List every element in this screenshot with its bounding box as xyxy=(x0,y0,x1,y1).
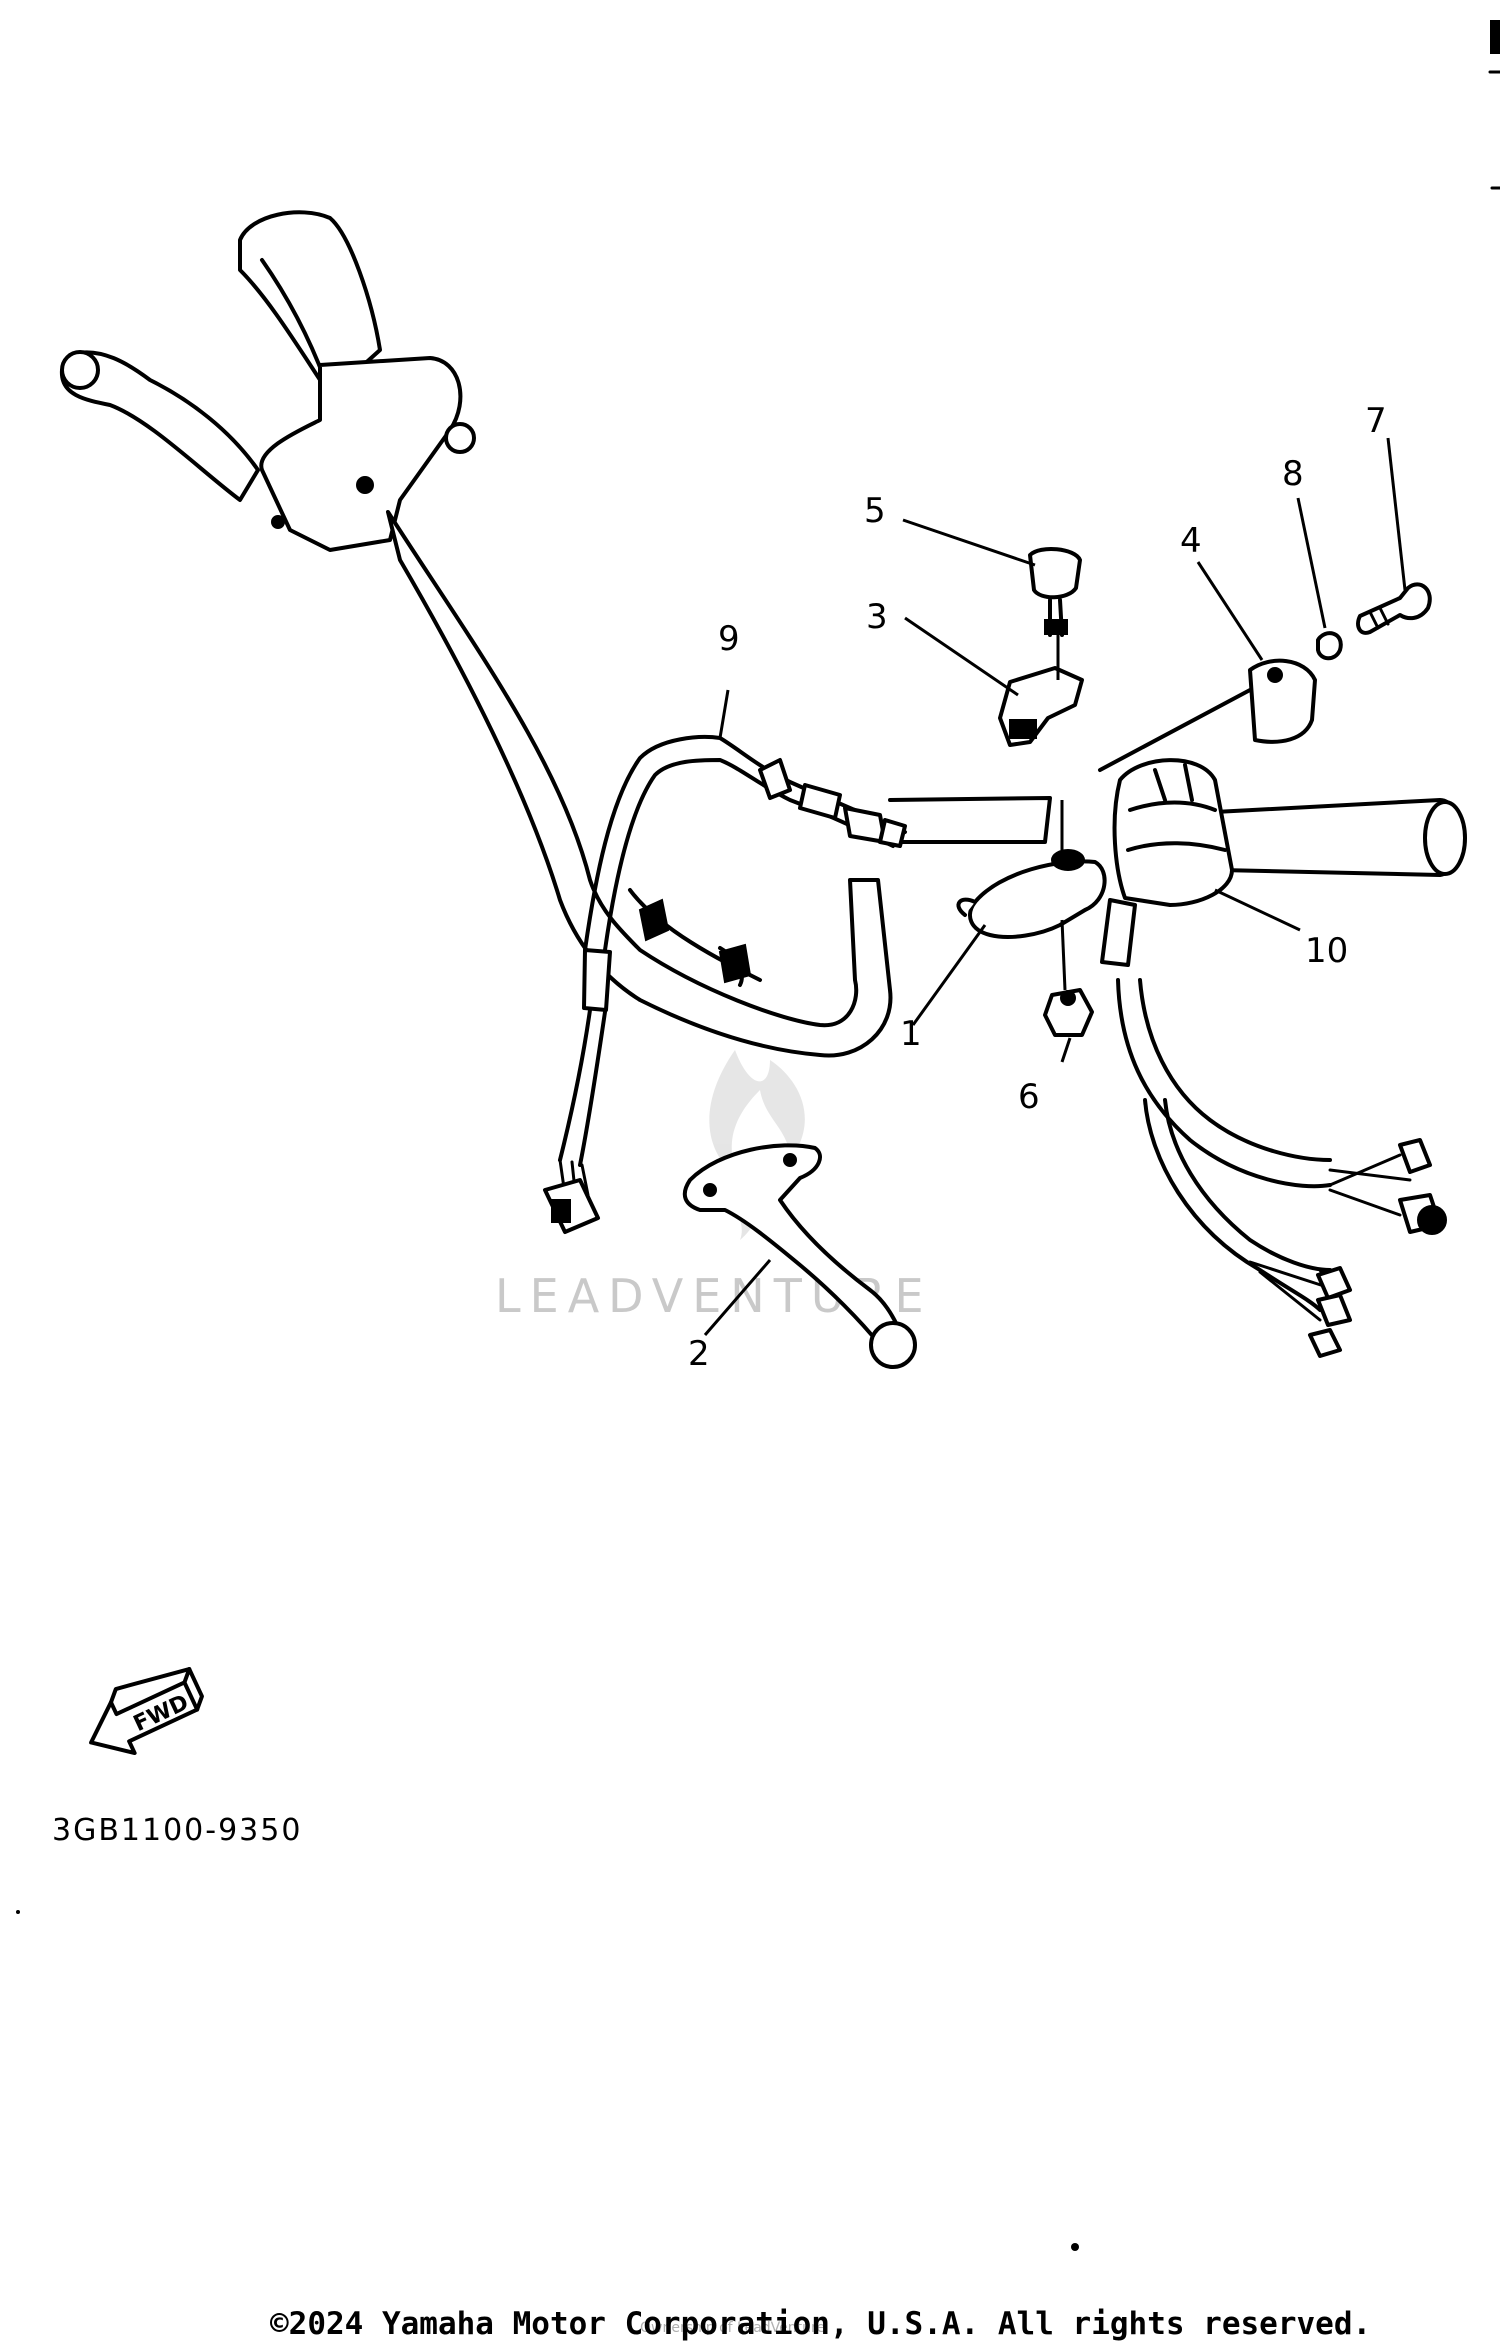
brake-switch xyxy=(998,666,1084,747)
callout-1: 1 xyxy=(900,1014,922,1054)
brake-hose-bracket xyxy=(888,796,1052,844)
edge-marks xyxy=(1488,20,1500,190)
callout-2: 2 xyxy=(688,1334,710,1374)
right-switch-housing xyxy=(1112,758,1234,907)
callout-6: 6 xyxy=(1018,1077,1040,1117)
callout-10: 10 xyxy=(1305,931,1348,971)
ownership-watermark: Ownership of LeadVenture xyxy=(640,2320,826,2336)
callout-7: 7 xyxy=(1365,401,1387,441)
screw-5 xyxy=(1028,547,1082,637)
callout-3: 3 xyxy=(866,597,888,637)
callout-5: 5 xyxy=(864,491,886,531)
left-clutch-lever xyxy=(59,350,260,502)
callout-9: 9 xyxy=(718,619,740,659)
bracket-4 xyxy=(1098,658,1317,772)
leader-lines xyxy=(703,437,1407,1336)
brake-cable xyxy=(543,735,907,1234)
right-grip xyxy=(1213,798,1467,877)
brake-holder xyxy=(956,849,1107,939)
washer-8 xyxy=(1316,631,1343,661)
nut-6 xyxy=(1043,988,1094,1037)
right-switch-wiring xyxy=(1100,898,1447,1358)
handlebar xyxy=(386,510,893,1058)
left-perch xyxy=(259,356,476,552)
bolt-7 xyxy=(1356,582,1432,635)
diagram-code: 3GB1100-9350 xyxy=(52,1813,302,1848)
brake-lever xyxy=(682,1143,917,1369)
callout-4: 4 xyxy=(1180,521,1202,561)
copyright-notice: ©2024 Yamaha Motor Corporation, U.S.A. A… xyxy=(270,2306,1372,2342)
fwd-arrow-icon: FWD xyxy=(89,1667,204,1756)
callout-labels: 1 2 3 4 5 6 7 8 9 10 xyxy=(688,401,1387,1374)
callout-8: 8 xyxy=(1282,454,1304,494)
